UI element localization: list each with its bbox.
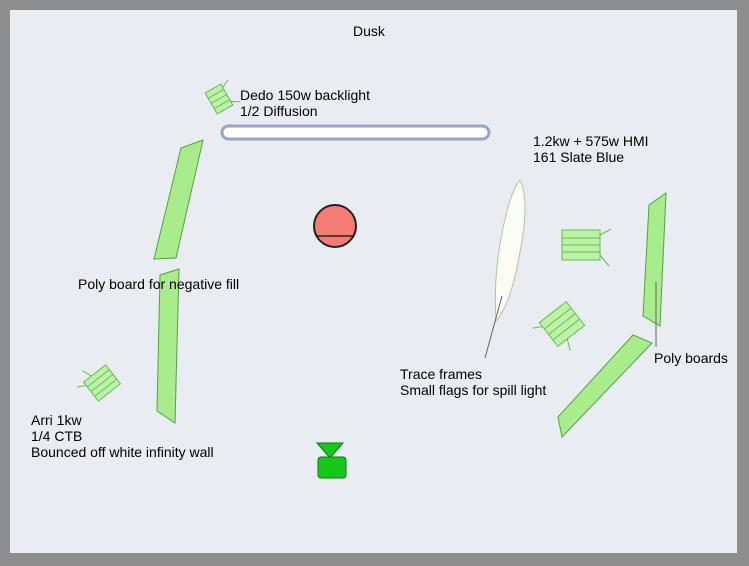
diagram-title: Dusk bbox=[353, 23, 385, 39]
hmi-label: 1.2kw + 575w HMI 161 Slate Blue bbox=[533, 133, 649, 165]
trace-frame bbox=[494, 179, 526, 323]
subject-marker bbox=[313, 204, 357, 248]
backlight-label: Dedo 150w backlight 1/2 Diffusion bbox=[240, 87, 370, 119]
trace-leader-line bbox=[484, 295, 503, 359]
hmi-label-line-1: 1.2kw + 575w HMI bbox=[533, 133, 649, 149]
hmi-fixture-upper bbox=[561, 228, 612, 267]
hmi-fixture-lower bbox=[532, 301, 586, 351]
poly-board-right-lower bbox=[557, 334, 653, 439]
poly-boards-label-line-1: Poly boards bbox=[654, 350, 728, 366]
arri-label-line-3: Bounced off white infinity wall bbox=[31, 444, 214, 460]
poly-board-right bbox=[642, 192, 667, 327]
arri-1kw-fixture bbox=[77, 364, 122, 402]
hmi-label-line-2: 161 Slate Blue bbox=[533, 149, 625, 165]
negative-fill-label-line-1: Poly board for negative fill bbox=[78, 276, 240, 292]
poly-board-negative-fill bbox=[153, 139, 204, 260]
poly-board-left bbox=[156, 268, 180, 424]
camera-icon bbox=[315, 442, 347, 479]
diagram-title-text: Dusk bbox=[353, 23, 385, 39]
trace-label: Trace frames Small flags for spill light bbox=[400, 366, 546, 398]
arri-label-line-2: 1/4 CTB bbox=[31, 428, 83, 444]
trace-label-line-2: Small flags for spill light bbox=[400, 382, 547, 398]
trace-label-line-1: Trace frames bbox=[400, 366, 482, 382]
negative-fill-label: Poly board for negative fill bbox=[78, 276, 239, 292]
arri-label: Arri 1kw 1/4 CTB Bounced off white infin… bbox=[31, 412, 214, 460]
backlight-label-line-2: 1/2 Diffusion bbox=[240, 103, 318, 119]
set-floor bbox=[10, 10, 737, 553]
poly-boards-label: Poly boards bbox=[654, 350, 728, 366]
backlight-label-line-1: Dedo 150w backlight bbox=[240, 87, 370, 103]
arri-label-line-1: Arri 1kw bbox=[31, 412, 82, 428]
dedo-backlight-fixture bbox=[204, 79, 241, 115]
diffusion-frame bbox=[220, 124, 491, 141]
